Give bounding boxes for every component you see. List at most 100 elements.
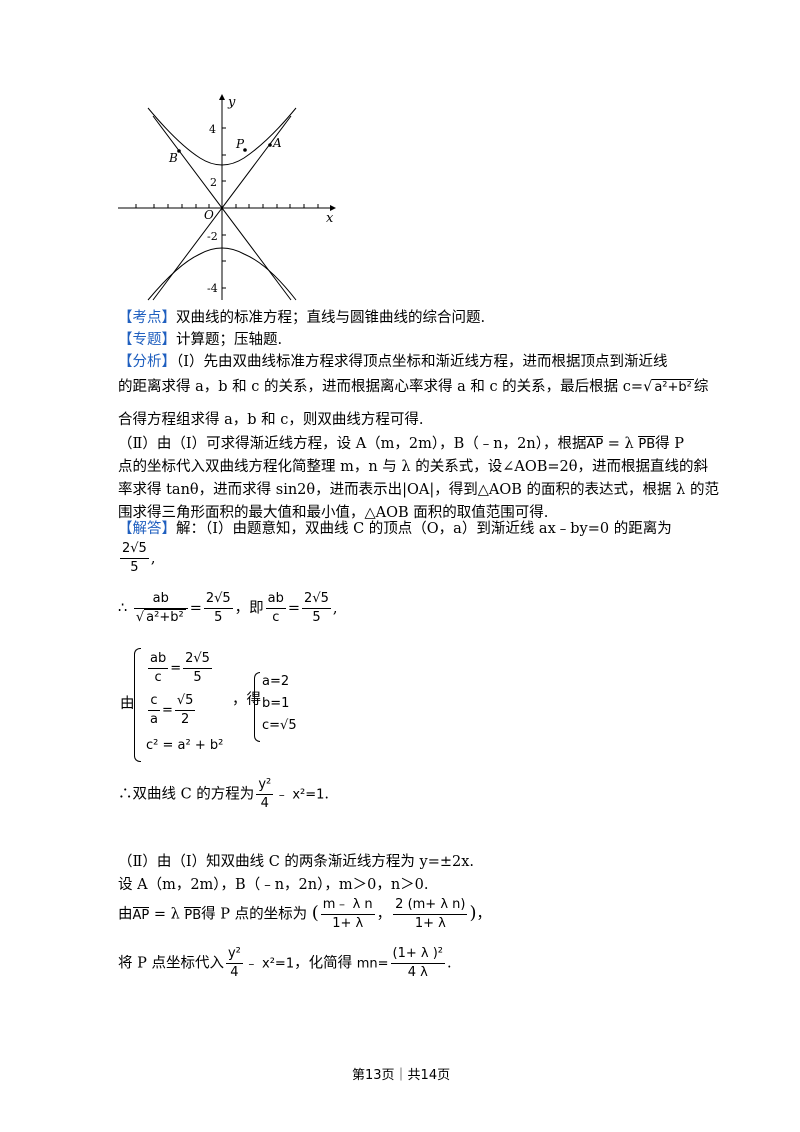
comma: , [332,600,338,617]
fenxi-text-5: 点的坐标代入双曲线方程化简整理 m，n 与 λ 的关系式，设∠AOB=2θ，进而… [118,459,708,475]
fenxi-line-5: 点的坐标代入双曲线方程化简整理 m，n 与 λ 的关系式，设∠AOB=2θ，进而… [118,456,708,478]
ji-text: ，即 [234,600,264,617]
point-a-label: A [272,136,282,150]
vector-ap: AP [132,906,150,923]
l4-num: y² [225,945,243,964]
y-axis-arrow [219,94,225,100]
period: . [324,786,330,803]
fenxi-sqrt-expr: a²+b² [652,379,694,395]
y-axis-label: y [227,95,236,110]
frac1-num: 2√5 [120,540,149,559]
fenxi-text-6: 率求得 tanθ，进而求得 sin2θ，进而表示出|OA|，得到△AOB 的面积… [118,482,719,498]
vector-ap: AP [586,436,604,452]
vector-pb: PB [184,906,202,923]
equals: = [287,600,301,617]
jieda-line-1: 【解答】解：（Ⅰ）由题意知，双曲线 C 的顶点（O，a）到渐近线 ax﹣by=0… [118,518,672,540]
y-tick-neg2: -2 [207,230,218,243]
you: 由 [118,906,133,923]
sys-a-rnum: 2√5 [183,650,212,669]
conclusion-text: ∴双曲线 C 的方程为 [118,786,255,803]
mn-label: mn= [356,956,389,972]
left-brace-2 [254,672,260,742]
point-p-label: P [235,137,245,151]
l4-rest: ﹣ x²=1 [244,956,295,972]
point-b-label: B [168,151,178,165]
frac2-num: ab [133,590,188,609]
fenxi-text-4: （Ⅱ）由（Ⅰ）可求得渐近线方程，设 A（m，2m），B（﹣n，2n），根据 [118,436,587,452]
point-p [243,148,247,152]
conc-num: y² [256,776,274,795]
de-text: ，得 [232,692,261,708]
point-b [177,149,181,153]
frac2-den: a²+b² [144,609,186,625]
mn-num: (1+ λ )² [390,945,445,964]
part2-text-1: （Ⅱ）由（Ⅰ）知双曲线 C 的两条渐近线方程为 y=±2x. [118,854,475,870]
zhuanti-text: 计算题；压轴题. [176,332,283,348]
jieda-tag: 【解答】 [118,521,176,537]
lambda-eq: = λ [149,906,185,923]
fenxi-line-7: 围求得三角形面积的最大值和最小值，△AOB 面积的取值范围可得. [118,502,548,524]
sys-a-num: ab [148,650,169,669]
mn-den: 4 λ [407,965,428,980]
fenxi-line-6: 率求得 tanθ，进而求得 sin2θ，进而表示出|OA|，得到△AOB 的面积… [118,479,719,501]
fenxi-text-7: 围求得三角形面积的最大值和最小值，△AOB 面积的取值范围可得. [118,505,549,521]
fenxi-text-3: 合得方程组求得 a，b 和 c，则双曲线方程可得. [118,412,424,428]
hyperbola-upper-branch [147,107,297,166]
x-axis-arrow [330,205,336,211]
fenxi-line-1: 【分析】（Ⅰ）先由双曲线标准方程求得顶点坐标和渐近线方程，进而根据顶点到渐近线 [118,351,667,373]
origin-label: O [204,208,214,222]
conc-rest: ﹣ x²=1 [275,787,325,803]
zhuanti-tag: 【专题】 [118,332,176,348]
p-x-num: m﹣ λ n [320,896,375,915]
frac4-num: ab [265,590,286,609]
solution-b: b=1 [262,696,290,711]
part2-text-2: 设 A（m，2m），B（﹣n，2n），m＞0，n＞0. [118,877,429,893]
sys-b-rnum: √5 [174,692,196,711]
hyperbola-graph: y x O 4 2 -2 -4 B P A [118,94,336,301]
solution-a: a=2 [262,674,290,689]
p-coord-text: 得 P 点的坐标为 [201,906,308,923]
left-brace-1 [134,648,141,762]
l4-den: 4 [230,965,239,980]
therefore-symbol: ∴ [118,600,128,617]
point-a [268,143,272,147]
frac5-den: 5 [312,610,321,625]
fenxi-text-4-end: 得 P [655,436,684,452]
sys-b-den: a [150,712,158,727]
frac5-num: 2√5 [302,590,331,609]
comma: ， [476,906,492,923]
part2-line-1: （Ⅱ）由（Ⅰ）知双曲线 C 的两条渐近线方程为 y=±2x. [118,851,474,873]
fenxi-text-2: 的距离求得 a，b 和 c 的关系，进而根据离心率求得 a 和 c 的关系，最后… [118,379,644,395]
kaodian-tag: 【考点】 [118,310,176,326]
sys-b-num: c [148,692,160,711]
y-tick-4: 4 [209,123,216,136]
fenxi-line-3: 合得方程组求得 a，b 和 c，则双曲线方程可得. [118,409,423,431]
equals: = [189,600,202,617]
frac1-den: 5 [130,560,139,575]
y-tick-2: 2 [210,176,217,189]
page-footer: 第13页｜共14页 [352,1068,451,1083]
vector-pb: PB [638,436,656,452]
you-text: 由 [120,696,135,712]
system-eq-3: c² = a² + b² [146,738,224,753]
hyperbola-lower-branch [147,247,297,301]
sqrt-sign: √ [643,379,653,395]
p-y-num: 2 (m+ λ n) [393,896,468,915]
sys-a-den: c [154,670,162,685]
kaodian-text: 双曲线的标准方程；直线与圆锥曲线的综合问题. [176,310,486,326]
part2-line-2: 设 A（m，2m），B（﹣n，2n），m＞0，n＞0. [118,874,429,896]
conc-den: 4 [260,796,269,811]
fenxi-line-2: 的距离求得 a，b 和 c 的关系，进而根据离心率求得 a 和 c 的关系，最后… [118,376,708,399]
fenxi-text-1: （Ⅰ）先由双曲线标准方程求得顶点坐标和渐近线方程，进而根据顶点到渐近线 [176,354,668,370]
frac3-den: 5 [214,610,223,625]
substitute-text: 将 P 点坐标代入 [118,955,224,972]
frac3-num: 2√5 [203,590,233,609]
fenxi-line-4: （Ⅱ）由（Ⅰ）可求得渐近线方程，设 A（m，2m），B（﹣n，2n），根据AP … [118,433,684,456]
y-tick-neg4: -4 [207,282,218,295]
